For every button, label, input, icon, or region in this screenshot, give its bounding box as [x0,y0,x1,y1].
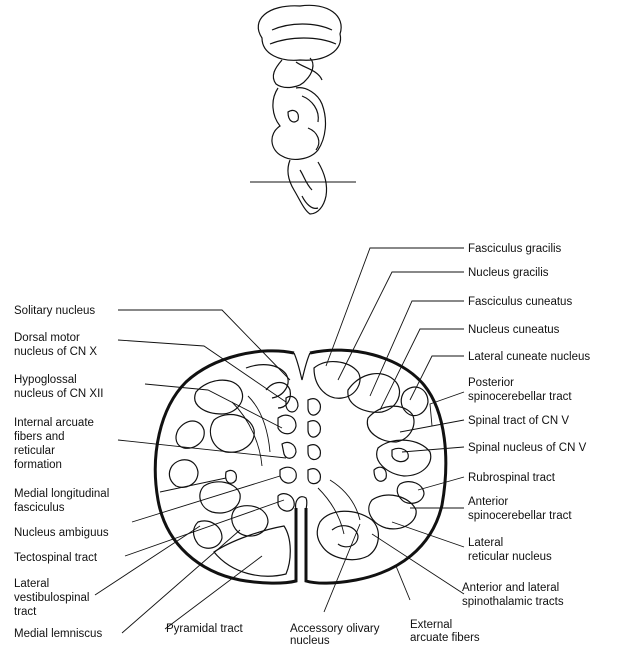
label-spinal-nucleus-cn-v: Spinal nucleus of CN V [468,442,587,454]
label-lateral-cuneate-nucleus: Lateral cuneate nucleus [468,351,590,363]
medulla-section [153,348,448,585]
label-rubrospinal-tract: Rubrospinal tract [468,472,556,484]
label-fasciculus-gracilis: Fasciculus gracilis [468,243,562,255]
label-pyramidal-tract: Pyramidal tract [166,623,243,635]
label-medial-lemniscus: Medial lemniscus [14,628,102,640]
label-nucleus-gracilis: Nucleus gracilis [468,267,549,279]
label-fasciculus-cuneatus: Fasciculus cuneatus [468,296,572,308]
brainstem-sketch [250,4,356,215]
label-spinal-tract-cn-v: Spinal tract of CN V [468,415,569,427]
label-nucleus-ambiguus: Nucleus ambiguus [14,527,109,539]
leader-lines [94,247,465,634]
label-solitary-nucleus: Solitary nucleus [14,305,95,317]
label-tectospinal-tract: Tectospinal tract [14,552,98,564]
label-nucleus-cuneatus: Nucleus cuneatus [468,324,560,336]
